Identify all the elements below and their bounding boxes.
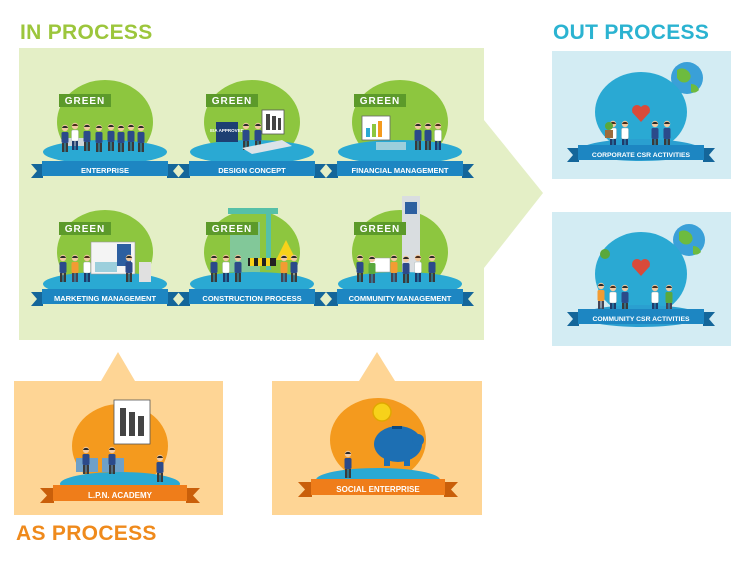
card-enterprise: GREEN ENTERPRISE bbox=[31, 80, 179, 178]
green-tag: GREEN bbox=[65, 96, 106, 107]
card-community-csr: COMMUNITY CSR ACTIVITIES bbox=[567, 224, 715, 327]
card-label: COMMUNITY MANAGEMENT bbox=[349, 294, 452, 303]
card-corporate-csr: CORPORATE CSR ACTIVITIES bbox=[567, 62, 715, 162]
card-label: FINANCIAL MANAGEMENT bbox=[352, 166, 449, 175]
card-label: L.P.N. ACADEMY bbox=[88, 491, 153, 500]
green-tag: GREEN bbox=[212, 96, 253, 107]
card-community-management: GREEN COMMUNITY MANAGEMENT bbox=[326, 196, 474, 306]
card-label: COMMUNITY CSR ACTIVITIES bbox=[592, 316, 690, 323]
card-design-concept: GREEN EIA APPROVED DESIGN CONCEPT bbox=[178, 80, 326, 178]
eia-badge: EIA APPROVED bbox=[210, 128, 244, 133]
card-label: CONSTRUCTION PROCESS bbox=[202, 294, 301, 303]
as-process-heading: AS PROCESS bbox=[16, 522, 157, 545]
card-marketing-management: GREEN MARKETING MANAGEMENT bbox=[31, 210, 179, 306]
card-social-enterprise: SOCIAL ENTERPRISE bbox=[298, 398, 458, 497]
card-label: DESIGN CONCEPT bbox=[218, 166, 286, 175]
green-tag: GREEN bbox=[212, 224, 253, 235]
card-construction-process: GREEN CONSTRUCTION PROCESS bbox=[178, 208, 326, 306]
card-label: ENTERPRISE bbox=[81, 166, 129, 175]
green-tag: GREEN bbox=[65, 224, 106, 235]
card-label: MARKETING MANAGEMENT bbox=[54, 294, 156, 303]
card-label: SOCIAL ENTERPRISE bbox=[336, 485, 420, 494]
green-tag: GREEN bbox=[360, 224, 401, 235]
card-lpn-academy: L.P.N. ACADEMY bbox=[40, 399, 200, 503]
card-label: CORPORATE CSR ACTIVITIES bbox=[592, 152, 691, 159]
card-financial-management: GREEN FINANCIAL MANAGEMENT bbox=[326, 80, 474, 178]
in-process-heading: IN PROCESS bbox=[20, 21, 153, 44]
green-tag: GREEN bbox=[360, 96, 401, 107]
out-process-heading: OUT PROCESS bbox=[553, 21, 710, 44]
